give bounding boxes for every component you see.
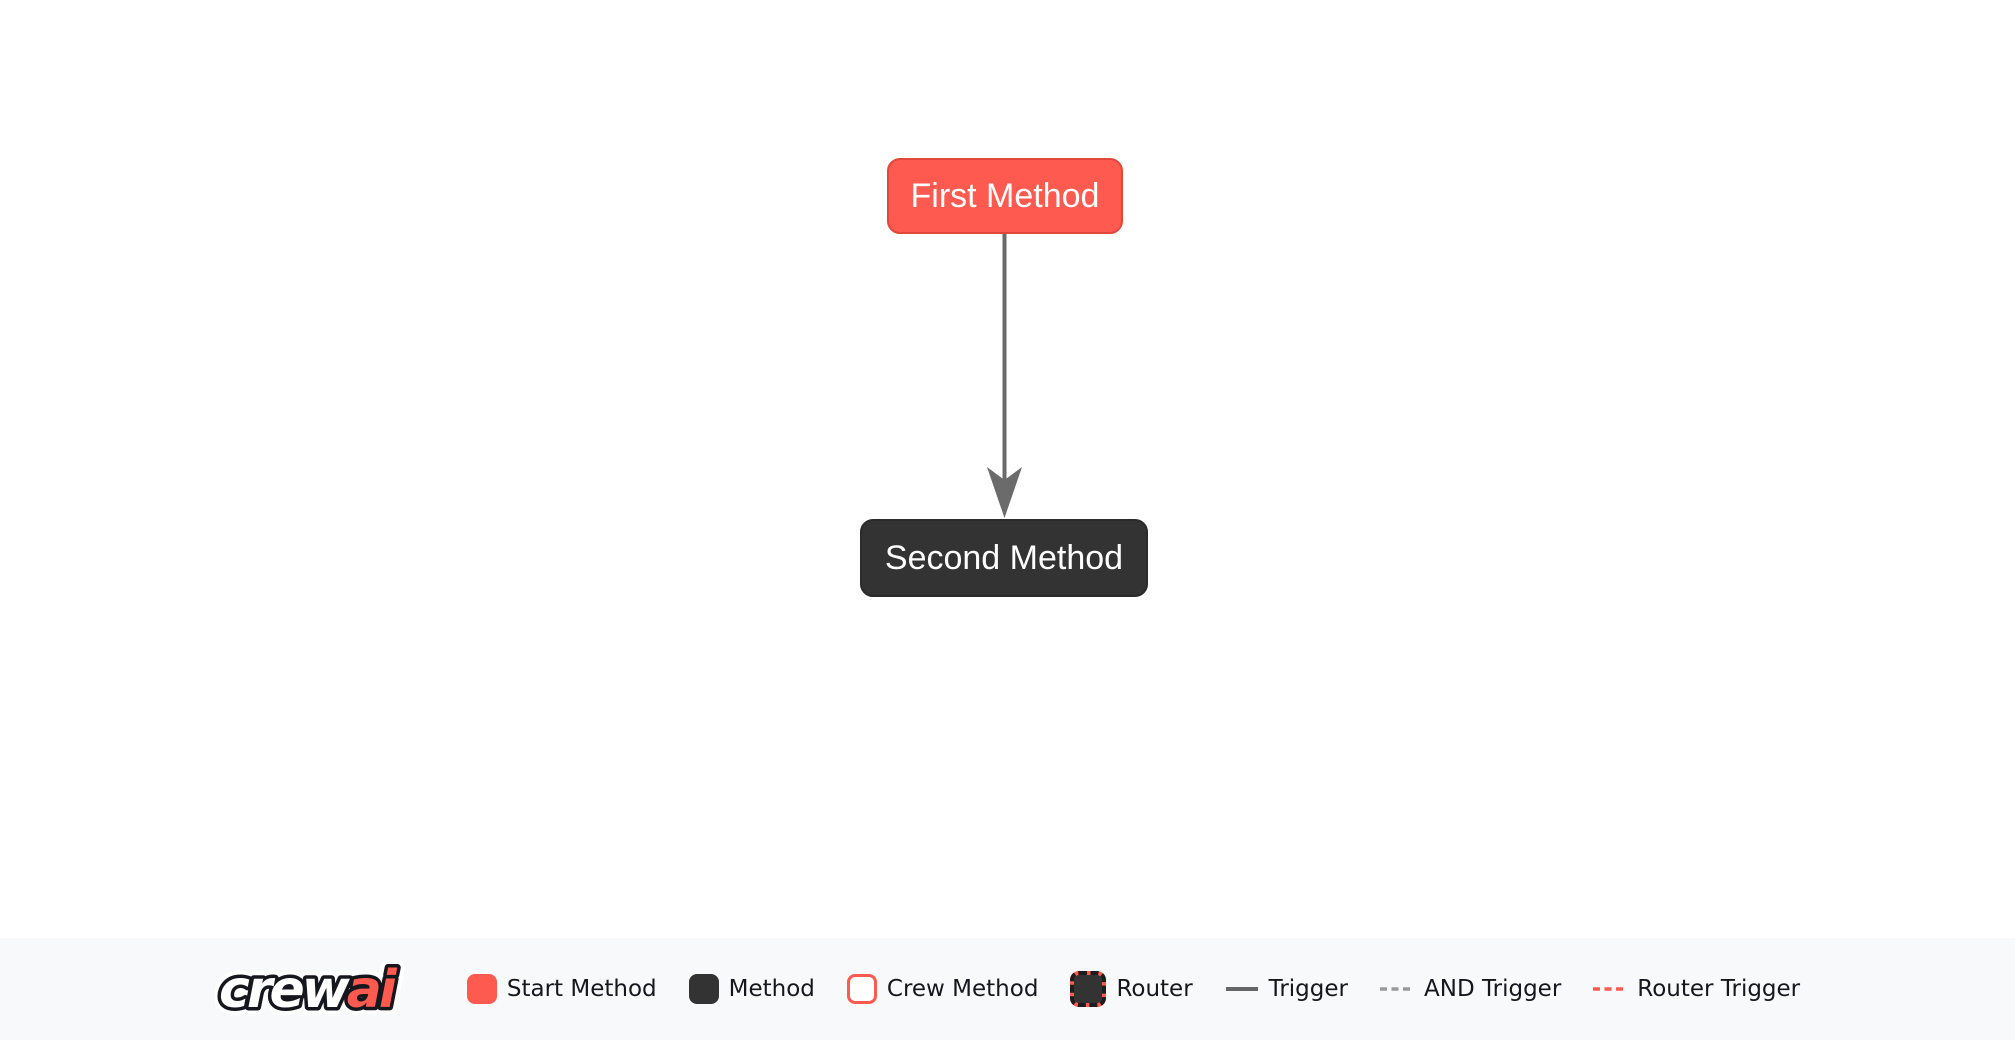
crew-method-swatch [846, 974, 877, 1004]
start-method-swatch [466, 974, 497, 1004]
legend-item-and-trigger: AND Trigger [1380, 976, 1561, 1002]
legend-item-router: Router [1070, 971, 1193, 1007]
node-second-method[interactable]: Second Method [860, 519, 1148, 597]
legend-item-router-trigger: Router Trigger [1593, 976, 1800, 1002]
legend-label-method: Method [728, 976, 815, 1002]
logo-crew-halo: crew [219, 960, 351, 1020]
legend-item-crew-method: Crew Method [846, 974, 1039, 1004]
svg-text:crewai: crewai [219, 960, 398, 1020]
legend-label-router-trigger: Router Trigger [1637, 976, 1801, 1002]
router-trigger-line-swatch [1593, 987, 1628, 991]
legend-item-trigger: Trigger [1225, 976, 1348, 1002]
legend-item-method: Method [688, 974, 815, 1004]
logo-ai: ai [347, 960, 398, 1020]
trigger-line-swatch [1225, 987, 1258, 991]
method-swatch [688, 974, 719, 1004]
edge-layer [987, 234, 1022, 518]
logo-crew: crew [219, 960, 351, 1020]
legend-label-router: Router [1116, 976, 1193, 1002]
legend-item-start-method: Start Method [466, 974, 657, 1004]
node-first-method[interactable]: First Method [887, 158, 1123, 234]
and-trigger-line-swatch [1380, 987, 1414, 991]
legend-label-start-method: Start Method [506, 976, 657, 1002]
legend-label-trigger: Trigger [1268, 976, 1348, 1002]
legend-label-and-trigger: AND Trigger [1424, 976, 1562, 1002]
legend-label-crew-method: Crew Method [886, 976, 1039, 1002]
legend-bar: crewai crewai Start Method Method Crew M… [0, 938, 2015, 1040]
flow-canvas[interactable]: First Method Second Method [0, 0, 2015, 938]
router-swatch-inner [1070, 971, 1107, 1007]
crewai-logo: crewai crewai [215, 953, 408, 1025]
trigger-edge-arrowhead [987, 467, 1022, 518]
router-swatch [1070, 971, 1107, 1007]
